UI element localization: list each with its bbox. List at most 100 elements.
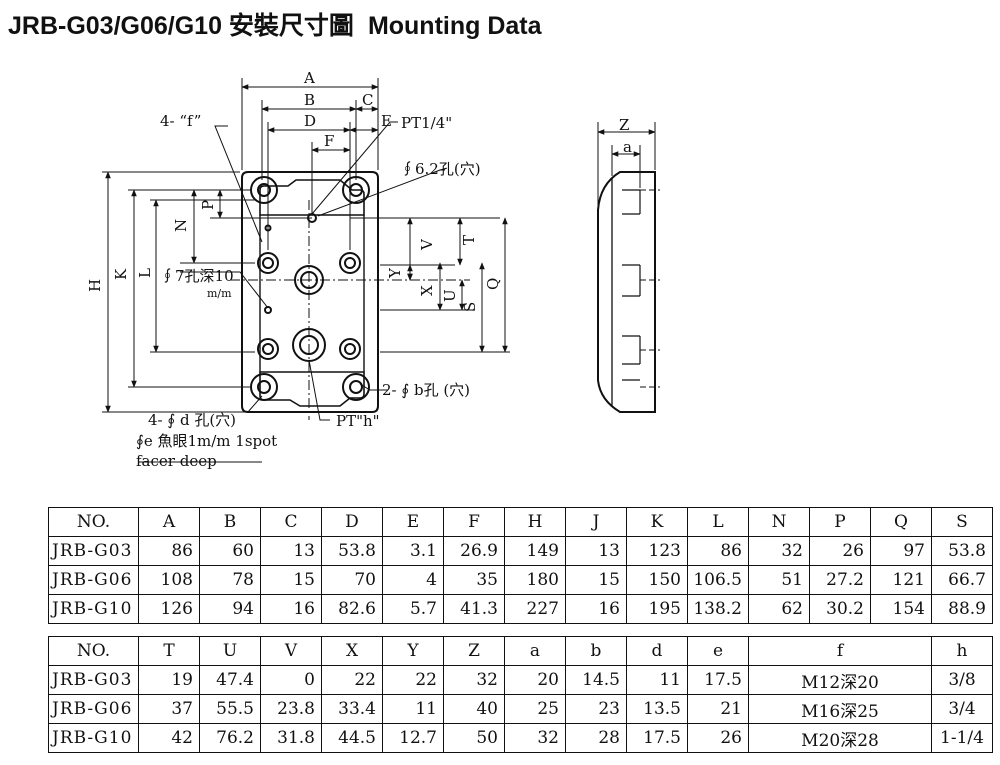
table-cell: 14.5 [565,665,627,695]
table-cell: 21 [687,694,749,724]
table-header-cell: Y [382,636,444,666]
table-cell: 88.9 [931,594,993,624]
label-facer: facer deep [136,452,217,470]
table-header-cell: a [504,636,566,666]
title-model: JRB-G03/G06/G10 安裝尺寸圖 [8,12,354,40]
table-cell: 23 [565,694,627,724]
table-cell: JRB-G06 [48,694,139,724]
table-cell: 154 [870,594,932,624]
table-header-cell: Z [443,636,505,666]
table-cell: 19 [138,665,200,695]
port-ll [257,338,279,360]
table-cell: 26.9 [443,536,505,566]
table-header-cell: C [260,507,322,537]
table-header-cell: T [138,636,200,666]
table-cell: 123 [626,536,688,566]
table-cell: 17.5 [626,723,688,753]
table-cell: JRB-G10 [48,723,139,753]
port-lr [339,338,361,360]
table-cell: 70 [321,565,383,595]
table-cell: 86 [687,536,749,566]
table-cell: 41.3 [443,594,505,624]
table-header-cell: NO. [48,507,139,537]
label-D: D [304,112,316,130]
table-cell: 138.2 [687,594,749,624]
label-C: C [362,91,373,109]
table-header-cell: B [199,507,261,537]
table-header-cell: e [687,636,749,666]
table-cell: 55.5 [199,694,261,724]
label-a: a [623,138,632,156]
table-cell: 53.8 [321,536,383,566]
table-header-cell: F [443,507,505,537]
table-header-cell: P [809,507,871,537]
label-K: K [112,268,130,280]
label-U: U [441,289,459,302]
table-cell: 66.7 [931,565,993,595]
table-cell: 50 [443,723,505,753]
table-header-cell: S [931,507,993,537]
table-header-cell: N [748,507,810,537]
table-cell: 5.7 [382,594,444,624]
table-cell: 37 [138,694,200,724]
table-header-row: NO. T U V X Y Z a b d e f h [48,636,993,666]
table-cell: 13 [565,536,627,566]
table-header-cell: Q [870,507,932,537]
table-cell: 32 [443,665,505,695]
bolt-hole-tl [250,176,278,204]
label-Z: Z [619,116,629,134]
table-cell: 16 [565,594,627,624]
table-cell: JRB-G03 [48,665,139,695]
table-cell: 35 [443,565,505,595]
table-row: JRB-G06 37 55.5 23.8 33.4 11 40 25 23 13… [48,694,993,724]
label-A: A [303,69,315,87]
table-header-cell: U [199,636,261,666]
table-header-cell: b [565,636,627,666]
label-T: T [460,235,478,245]
table-cell: 22 [321,665,383,695]
title-english: Mounting Data [367,12,542,40]
table-cell: 16 [260,594,322,624]
table-cell: 13 [260,536,322,566]
table-cell: 27.2 [809,565,871,595]
table-cell: JRB-G10 [48,594,139,624]
table-cell: 150 [626,565,688,595]
label-pth: PT"h" [336,412,380,430]
table-cell: 62 [748,594,810,624]
table-cell: JRB-G03 [48,536,139,566]
table-row: JRB-G03 86 60 13 53.8 3.1 26.9 149 13 12… [48,536,993,566]
label-Q: Q [484,278,502,290]
table-row: JRB-G03 19 47.4 0 22 22 32 20 14.5 11 17… [48,665,993,695]
label-two-b: 2- ∮ b孔 (穴) [382,381,470,399]
front-view [241,171,379,413]
label-mm: m/m [207,287,232,300]
bolt-hole-br [342,373,370,401]
table-cell: 60 [199,536,261,566]
table-cell: M12深20 [748,665,932,695]
table-header-cell: K [626,507,688,537]
label-F: F [324,132,334,150]
page-title: JRB-G03/G06/G10 安裝尺寸圖 Mounting Data [8,6,542,42]
table-cell: 15 [260,565,322,595]
table-cell: M20深28 [748,723,932,753]
table-cell: 4 [382,565,444,595]
table-cell: 11 [626,665,688,695]
table-cell: 76.2 [199,723,261,753]
table-cell: 126 [138,594,200,624]
table-header-cell: E [382,507,444,537]
label-V: V [418,238,436,251]
dimension-table-1: NO. A B C D E F H J K L N P Q S JRB-G03 … [48,507,993,624]
label-four-d: 4- ∮ d 孔(穴) [148,411,236,429]
plate-outline [241,171,379,413]
label-S: S [461,302,479,312]
table-header-cell: D [321,507,383,537]
upper-pocket [259,179,365,216]
table-cell: 82.6 [321,594,383,624]
table-cell: 22 [382,665,444,695]
label-E: E [381,112,392,130]
table-cell: 1-1/4 [931,723,993,753]
dimension-table-2: NO. T U V X Y Z a b d e f h JRB-G03 19 4… [48,636,993,753]
table-cell: 180 [504,565,566,595]
label-four-f: 4- “f” [160,112,201,130]
table-cell: 121 [870,565,932,595]
